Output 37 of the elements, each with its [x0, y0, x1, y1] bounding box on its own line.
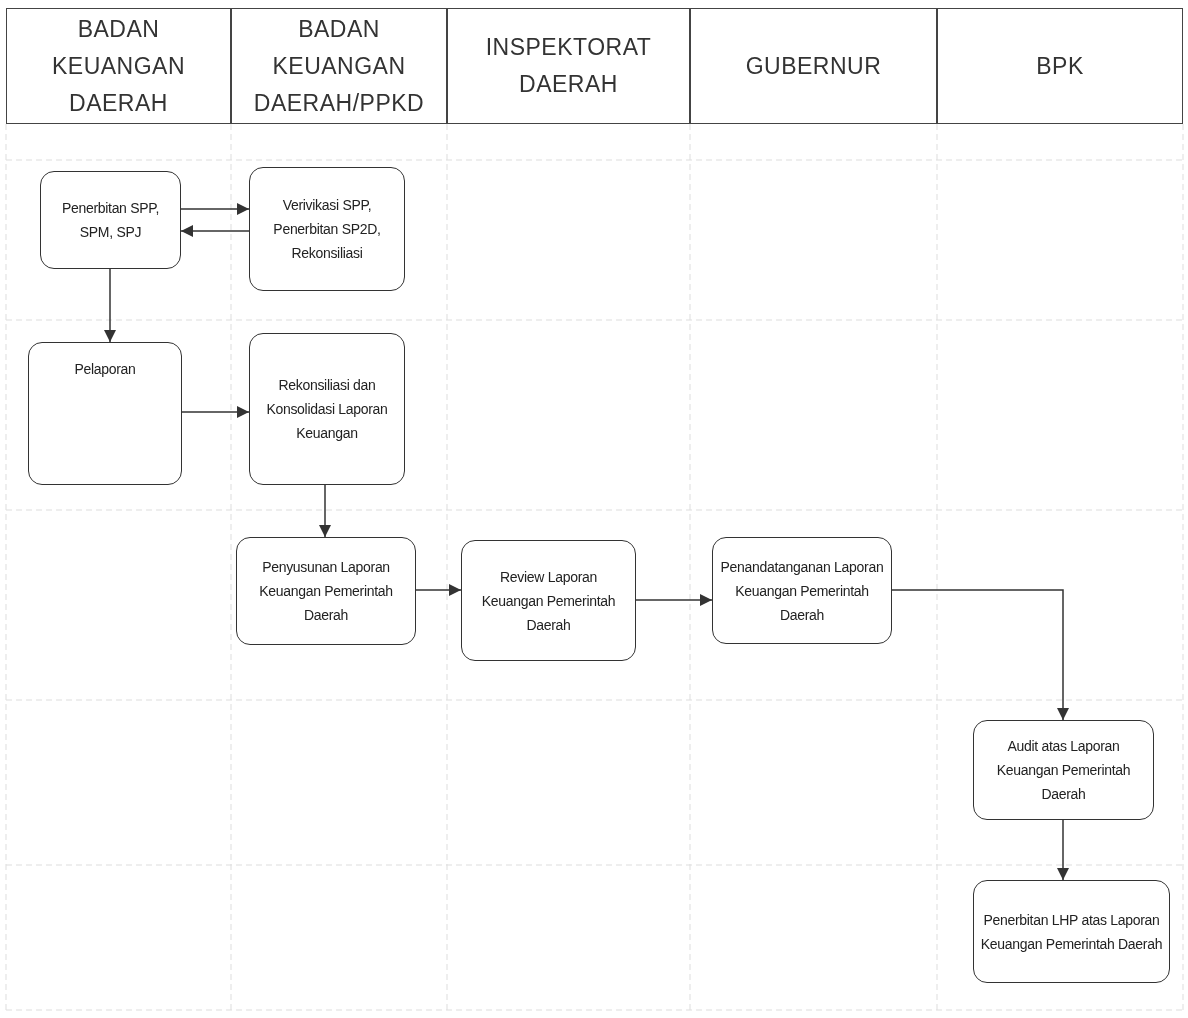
lane-header — [937, 8, 1183, 124]
process-box — [973, 720, 1154, 820]
arrow — [635, 594, 713, 606]
process-text: Pelaporan — [74, 360, 136, 379]
arrow — [415, 584, 462, 596]
process-box — [461, 540, 636, 661]
arrow — [180, 203, 250, 215]
lane-header — [447, 8, 690, 124]
process-text: Penandatanganan Laporan Keuangan Pemerintah Daerah — [719, 557, 885, 625]
lane-title: INSPEKTORAT DAERAH — [484, 33, 653, 99]
lane-title: BPK — [1036, 51, 1084, 81]
arrow — [181, 406, 250, 418]
process-box — [249, 333, 405, 485]
arrow — [319, 484, 331, 538]
arrow — [104, 268, 116, 343]
process-text: Verivikasi SPP, Penerbitan SP2D, Rekonsiliasi — [272, 196, 382, 263]
process-text: Review Laporan Keuangan Pemerintah Daerah — [480, 567, 617, 635]
process-box — [973, 880, 1170, 983]
process-box — [28, 342, 182, 485]
process-text: Penerbitan LHP atas Laporan Keuangan Pemerintah Daerah — [980, 910, 1163, 954]
lane-title: BADAN KEUANGAN DAERAH/PPKD — [252, 14, 426, 118]
process-box — [712, 537, 892, 644]
arrow — [891, 589, 1069, 721]
lane-title: GUBERNUR — [745, 51, 882, 81]
process-text: Penyusunan Laporan Keuangan Pemerintah Daerah — [258, 558, 394, 625]
process-text: Audit atas Laporan Keuangan Pemerintah Daerah — [995, 737, 1132, 804]
process-box — [249, 167, 405, 291]
process-box — [40, 171, 181, 269]
arrow — [1057, 819, 1069, 881]
process-text: Penerbitan SPP, SPM, SPJ — [60, 199, 161, 242]
process-box — [236, 537, 416, 645]
arrow — [180, 225, 250, 237]
lane-header — [6, 8, 231, 124]
lane-header — [231, 8, 447, 124]
lane-header — [690, 8, 937, 124]
process-text: Rekonsiliasi dan Konsolidasi Laporan Keuangan — [265, 376, 389, 443]
lane-title: BADAN KEUANGAN DAERAH — [50, 14, 187, 118]
